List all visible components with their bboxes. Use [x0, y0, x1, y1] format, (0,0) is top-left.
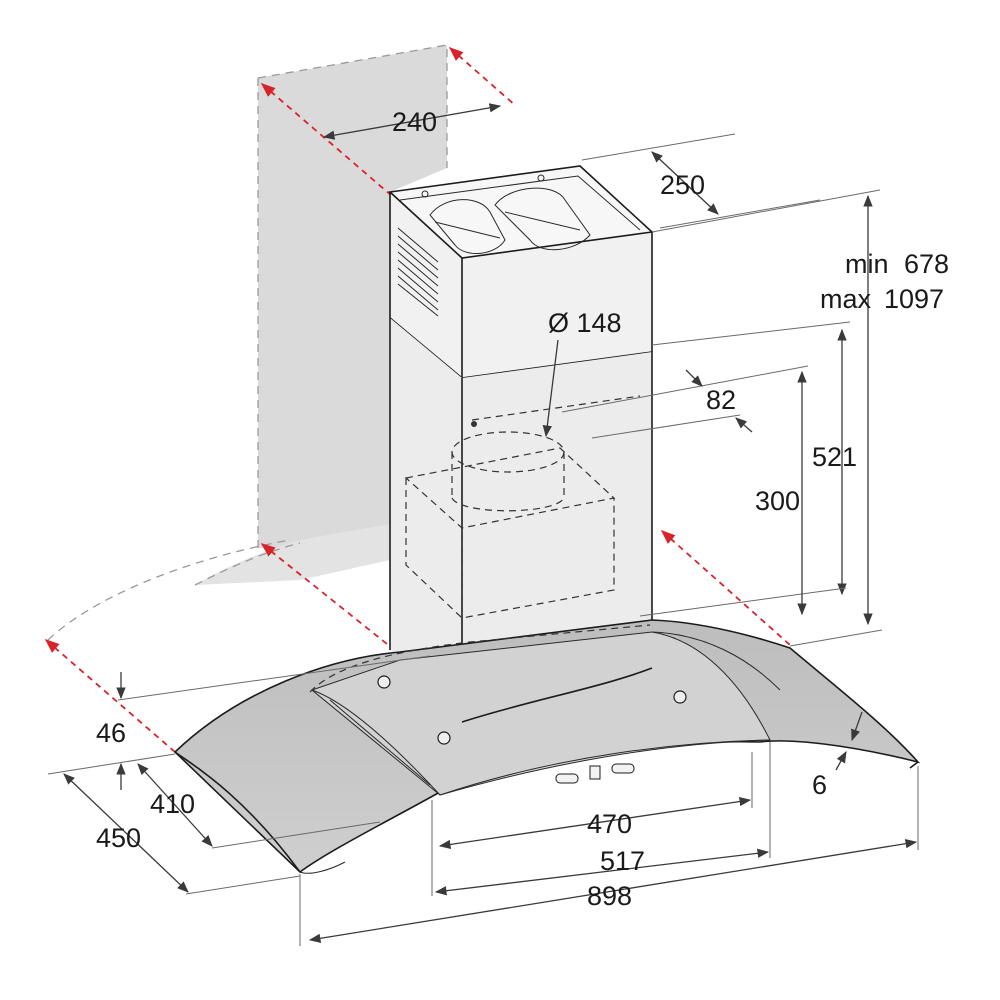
- label-min-word: min: [845, 249, 889, 279]
- label-240: 240: [392, 107, 437, 137]
- wall-guide-lines: [44, 47, 791, 753]
- label-82: 82: [706, 385, 736, 415]
- hidden-outlet: [404, 395, 641, 619]
- upper-chimney: [388, 165, 654, 379]
- label-outlet-diameter: Ø 148: [548, 308, 622, 338]
- label-250: 250: [660, 170, 705, 200]
- label-517: 517: [600, 846, 645, 876]
- label-6: 6: [812, 770, 827, 800]
- label-max-word: max: [820, 284, 872, 314]
- label-410: 410: [150, 789, 195, 819]
- vent-grille: [397, 227, 439, 317]
- label-max-value: 1097: [884, 284, 944, 314]
- label-450: 450: [96, 823, 141, 853]
- label-470: 470: [587, 809, 632, 839]
- dimension-labels: 240 250 min 678 max 1097 Ø 148 82 521 30…: [96, 107, 949, 911]
- label-898: 898: [587, 881, 632, 911]
- wall-panel: [47, 44, 448, 641]
- label-521: 521: [812, 442, 857, 472]
- lower-chimney: [389, 318, 653, 722]
- glass-canopy: [173, 619, 921, 874]
- dimension-lines: [47, 103, 919, 946]
- label-300: 300: [755, 486, 800, 516]
- control-panel: [555, 763, 635, 784]
- label-46: 46: [96, 718, 126, 748]
- label-min-value: 678: [904, 249, 949, 279]
